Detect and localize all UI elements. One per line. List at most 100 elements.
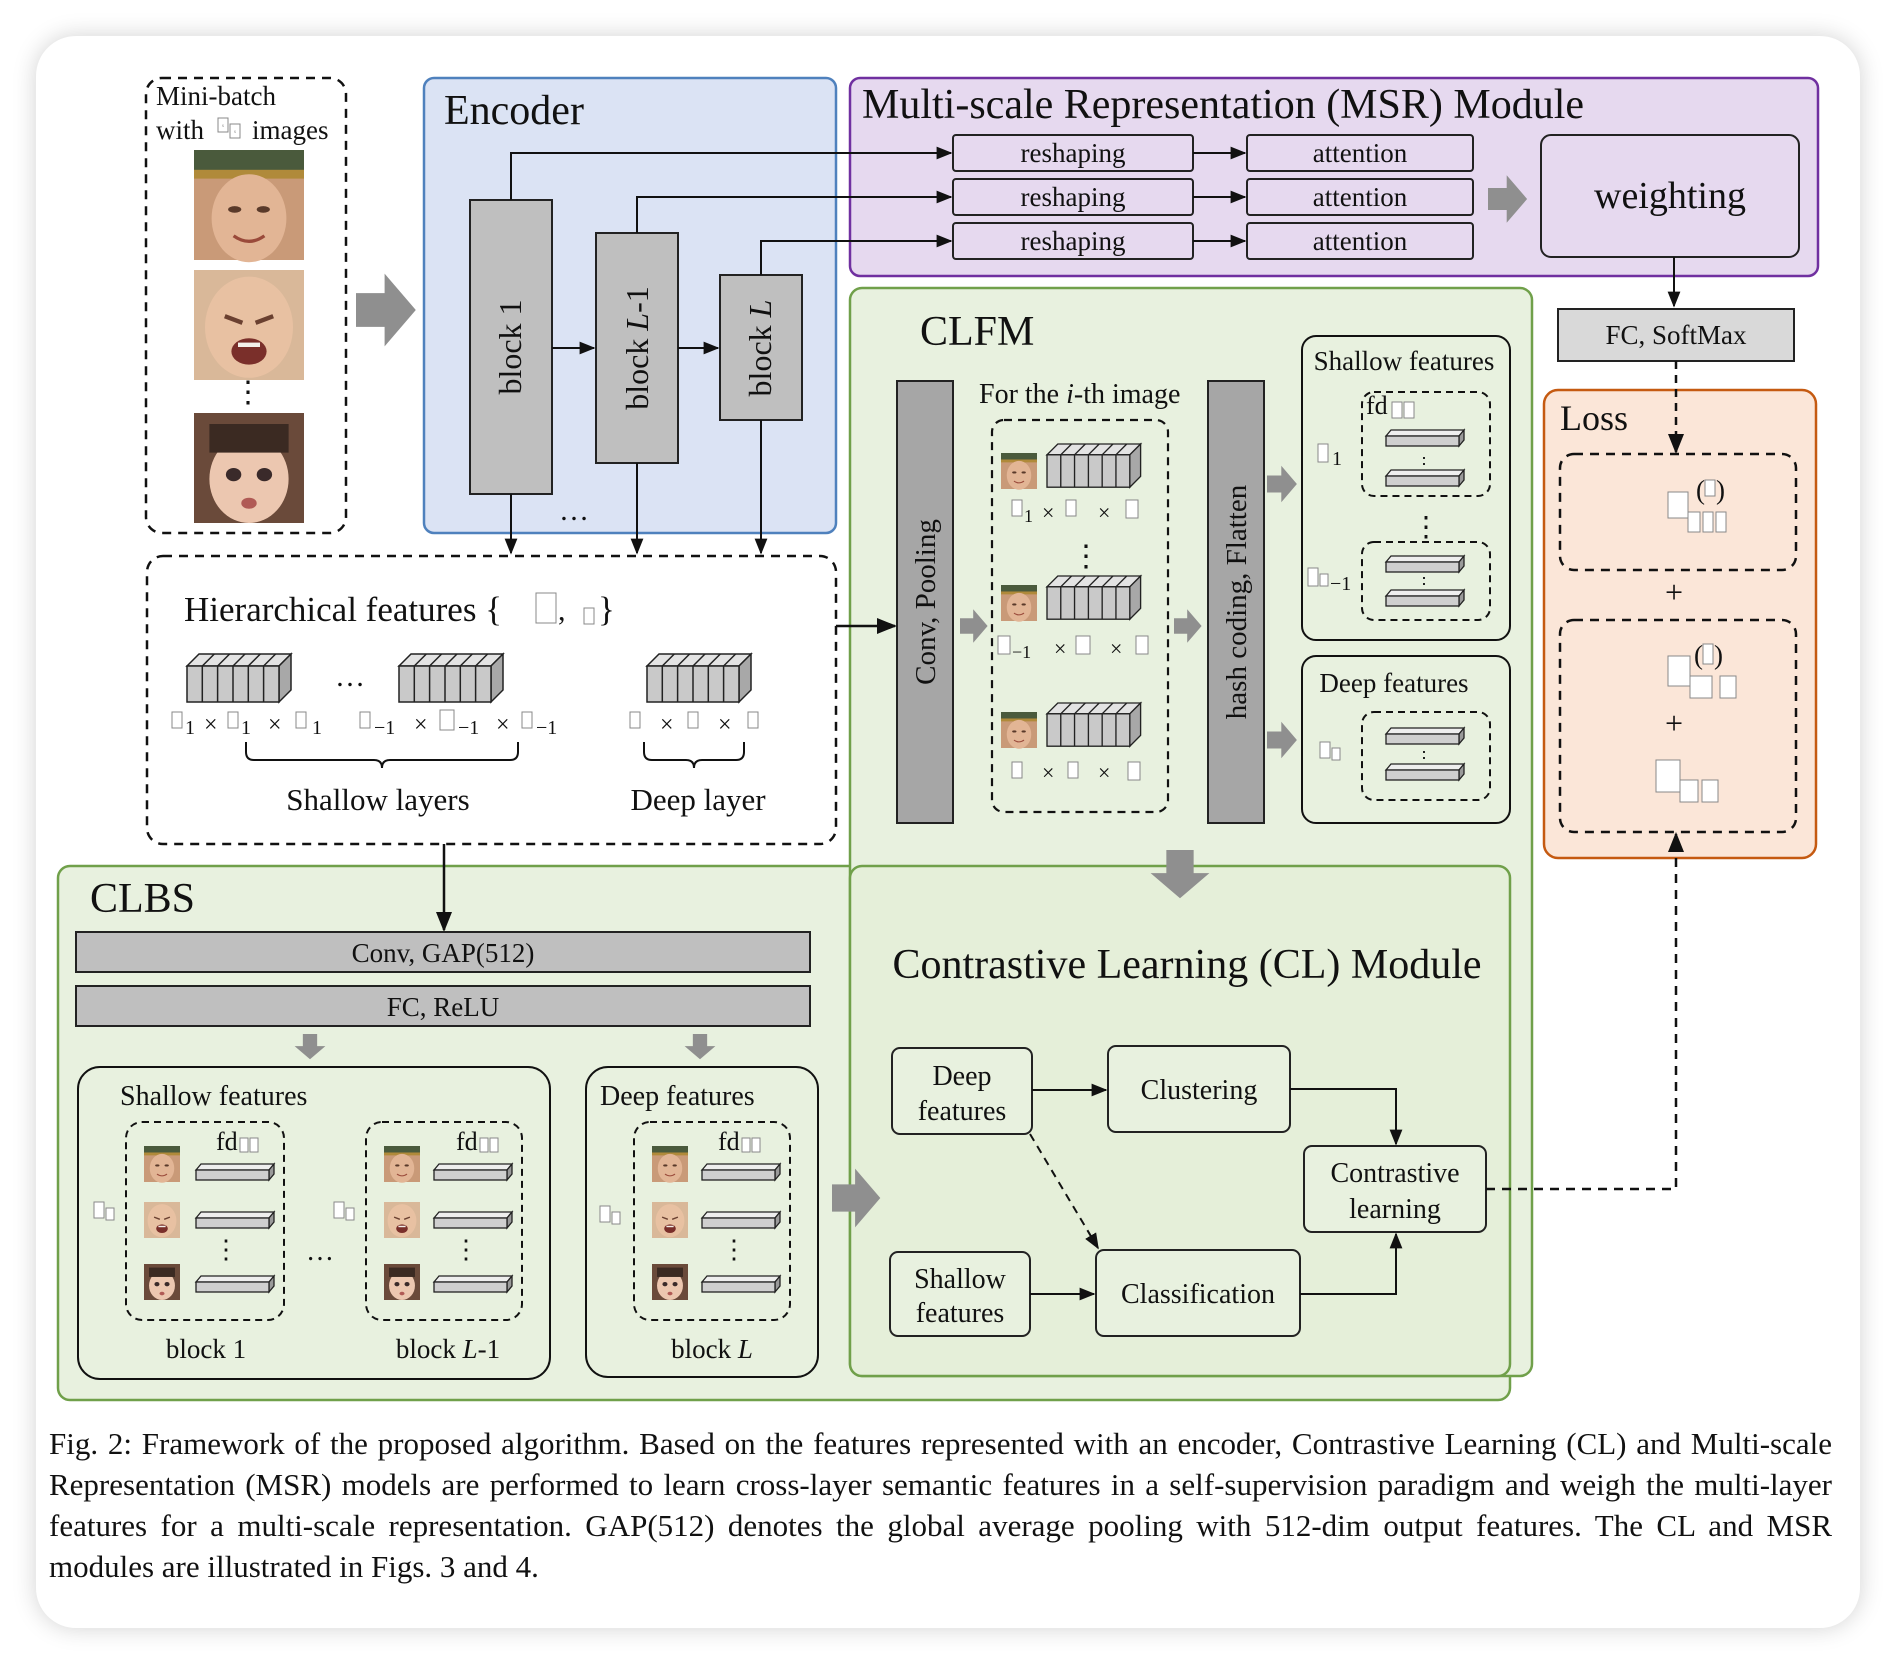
svg-text:⋮: ⋮ (1415, 574, 1433, 594)
hash-flatten-bar (1207, 380, 1265, 824)
encoder-to-hierarchical-connectors (504, 420, 768, 555)
loss-plus-1: + (1665, 574, 1683, 610)
svg-text:Contrastive: Contrastive (1330, 1158, 1459, 1189)
loss-term-cl (1558, 618, 1798, 834)
input-arrow-icon (356, 273, 416, 347)
svg-text:×: × (718, 712, 732, 738)
fc-relu-bar (75, 985, 811, 1027)
shallow-tensor-L-1 (398, 653, 504, 703)
clfm-title: CLFM (920, 309, 1034, 355)
svg-text:×: × (1042, 500, 1054, 525)
deep-dim-label: × × (629, 711, 759, 738)
for-ith-image-label: For the i-th image (979, 379, 1180, 410)
fc-softmax-box: FC, SoftMax (1557, 308, 1795, 362)
block-1-label: block 1 (492, 299, 528, 394)
svg-text:}: } (598, 590, 615, 629)
svg-text:Clustering: Clustering (1141, 1075, 1258, 1106)
clbs-contents: Conv, GAP(512) FC, ReLU Shallow features… (75, 844, 881, 1380)
svg-text:learning: learning (1349, 1194, 1441, 1225)
svg-text:Shallow features: Shallow features (120, 1081, 307, 1112)
svg-text:⋮: ⋮ (1071, 540, 1101, 573)
mini-batch-label: Mini-batch (156, 81, 276, 111)
svg-text:attention: attention (1313, 138, 1408, 168)
svg-text:fd: fd (718, 1127, 740, 1156)
svg-text:block L-1: block L-1 (396, 1334, 500, 1364)
svg-text:FC, ReLU: FC, ReLU (387, 992, 500, 1022)
svg-text:⋮: ⋮ (1412, 512, 1440, 543)
svg-text:reshaping: reshaping (1021, 138, 1126, 168)
batch-size-symbol (217, 117, 229, 133)
svg-text:×: × (496, 712, 510, 738)
svg-text:×: × (268, 712, 282, 738)
svg-text:…: … (335, 660, 365, 693)
svg-text:Shallow: Shallow (914, 1264, 1007, 1295)
girl-face-icon (194, 413, 304, 523)
svg-text:×: × (1110, 636, 1122, 661)
svg-text:,: , (558, 594, 566, 627)
face-icon (1000, 452, 1038, 491)
svg-text:fd: fd (216, 1127, 238, 1156)
svg-text:features: features (916, 1298, 1005, 1329)
hierarchical-features-panel: Hierarchical features { , } … 1 × 1 × 1 … (145, 554, 838, 846)
images-label: images (252, 115, 328, 145)
svg-text:Conv, GAP(512): Conv, GAP(512) (352, 938, 535, 968)
svg-text:⋮: ⋮ (1415, 454, 1433, 474)
weighting-box (1540, 134, 1800, 258)
svg-text:1: 1 (241, 717, 251, 739)
block-L-1-label: block L-1 (619, 286, 655, 410)
cl-module-panel: Contrastive Learning (CL) Module Deep fe… (848, 850, 1512, 1378)
conv-gap-bar (75, 931, 811, 973)
svg-text:×: × (660, 712, 674, 738)
svg-text:reshaping: reshaping (1021, 182, 1126, 212)
encoder-to-msr-connectors (510, 146, 953, 275)
loss-term-msr (1558, 452, 1798, 572)
svg-text:⋮: ⋮ (213, 1235, 239, 1264)
crying-child-face-icon (194, 270, 304, 380)
svg-text:…: … (306, 1236, 334, 1267)
svg-text:1: 1 (185, 717, 195, 739)
svg-text:×: × (1042, 760, 1054, 785)
svg-text:⋮: ⋮ (1415, 748, 1433, 768)
svg-text:−1: −1 (536, 717, 557, 739)
svg-text:⋮: ⋮ (453, 1235, 479, 1264)
svg-text:(: ( (1694, 640, 1703, 670)
shallow-tensor-1 (186, 653, 292, 703)
svg-text:block 1: block 1 (166, 1334, 246, 1364)
svg-text:×: × (1054, 636, 1066, 661)
svg-text:features: features (918, 1096, 1007, 1127)
svg-text:Shallow features: Shallow features (1314, 346, 1495, 376)
svg-text:−1: −1 (1012, 642, 1031, 662)
svg-text:×: × (204, 712, 218, 738)
ith-image-group (990, 418, 1170, 814)
svg-text:attention: attention (1313, 182, 1408, 212)
svg-text:FC, SoftMax: FC, SoftMax (1605, 320, 1747, 350)
mini-batch-panel: Mini-batch with images ⋮ (144, 76, 348, 535)
encoder-title: Encoder (444, 88, 584, 134)
svg-text:reshaping: reshaping (1021, 226, 1126, 256)
svg-text:Deep features: Deep features (600, 1081, 755, 1112)
loss-plus-2: + (1665, 705, 1683, 741)
attention-box-3 (1246, 222, 1474, 260)
attention-box-2 (1246, 178, 1474, 216)
figure-caption: Fig. 2: Framework of the proposed algori… (49, 1426, 1832, 1584)
clbs-title: CLBS (90, 876, 195, 922)
msr-module-panel: Multi-scale Representation (MSR) Module … (848, 76, 1820, 278)
svg-text:×: × (1098, 500, 1110, 525)
svg-text:attention: attention (1313, 226, 1408, 256)
deep-layer-label: Deep layer (630, 782, 766, 817)
svg-text:1: 1 (1332, 448, 1342, 470)
svg-text:Classification: Classification (1121, 1279, 1275, 1310)
svg-text:1: 1 (312, 717, 322, 739)
svg-text:−1: −1 (1330, 573, 1351, 595)
svg-text:−1: −1 (458, 717, 479, 739)
svg-text:): ) (1714, 640, 1723, 670)
attention-box-1 (1246, 134, 1474, 172)
svg-text:block L: block L (671, 1334, 753, 1364)
encoder-block-L-1 (595, 232, 679, 464)
msr-title: Multi-scale Representation (MSR) Module (862, 82, 1584, 128)
svg-text:Deep: Deep (932, 1061, 991, 1092)
clbs-shallow-features-box (77, 1066, 551, 1380)
svg-text:weighting: weighting (1594, 175, 1746, 217)
shallow-dim-label-1: 1 × 1 × 1 (171, 711, 322, 739)
